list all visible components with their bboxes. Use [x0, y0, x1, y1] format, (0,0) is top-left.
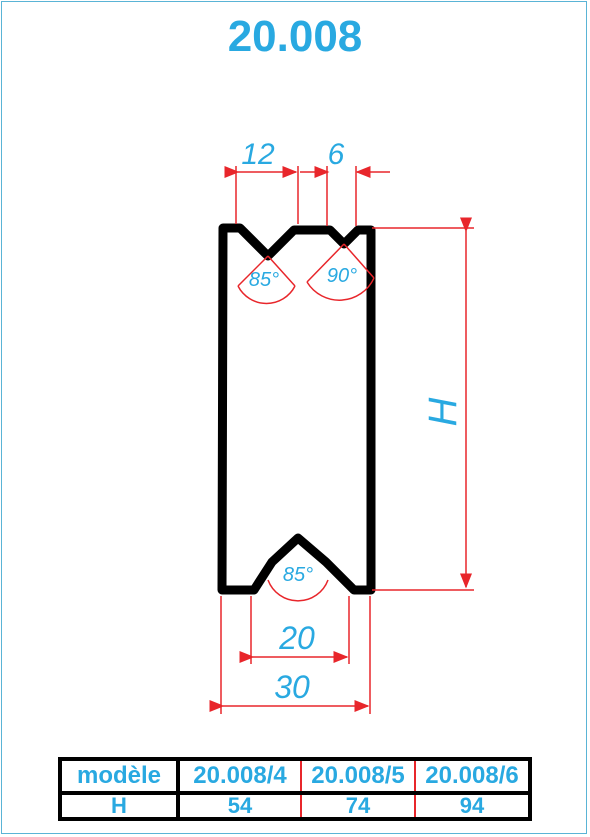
model-row: modèle 20.008/4 20.008/5 20.008/6: [58, 757, 532, 795]
header-label: modèle: [58, 757, 180, 795]
dim-bottom-groove-width: 20: [278, 620, 315, 656]
extension-lines: [220, 166, 474, 714]
height-cell: 54: [176, 791, 302, 821]
model-table: modèle 20.008/4 20.008/5 20.008/6 H 54 7…: [58, 757, 532, 821]
angle-top-right: 90°: [327, 265, 357, 287]
dim-top-right-width: 6: [328, 138, 345, 171]
height-cell: 94: [414, 791, 532, 821]
dim-height: H: [421, 397, 465, 426]
die-profile-outline: [217, 223, 376, 595]
dim-top-left-width: 12: [241, 138, 275, 171]
angle-top-left: 85°: [249, 269, 279, 291]
height-cell: 74: [300, 791, 416, 821]
technical-drawing: 12 6 H 20 30 85° 90° 85°: [209, 138, 474, 714]
dimension-lines: [209, 166, 472, 712]
angle-bottom: 85°: [283, 564, 313, 586]
model-cell: 20.008/6: [414, 757, 532, 795]
model-cell: 20.008/4: [176, 757, 302, 795]
height-row: H 54 74 94: [58, 791, 532, 821]
model-cell: 20.008/5: [300, 757, 416, 795]
drawing-title: 20.008: [227, 12, 363, 61]
row-label: H: [58, 791, 180, 821]
dim-total-width: 30: [274, 669, 310, 705]
